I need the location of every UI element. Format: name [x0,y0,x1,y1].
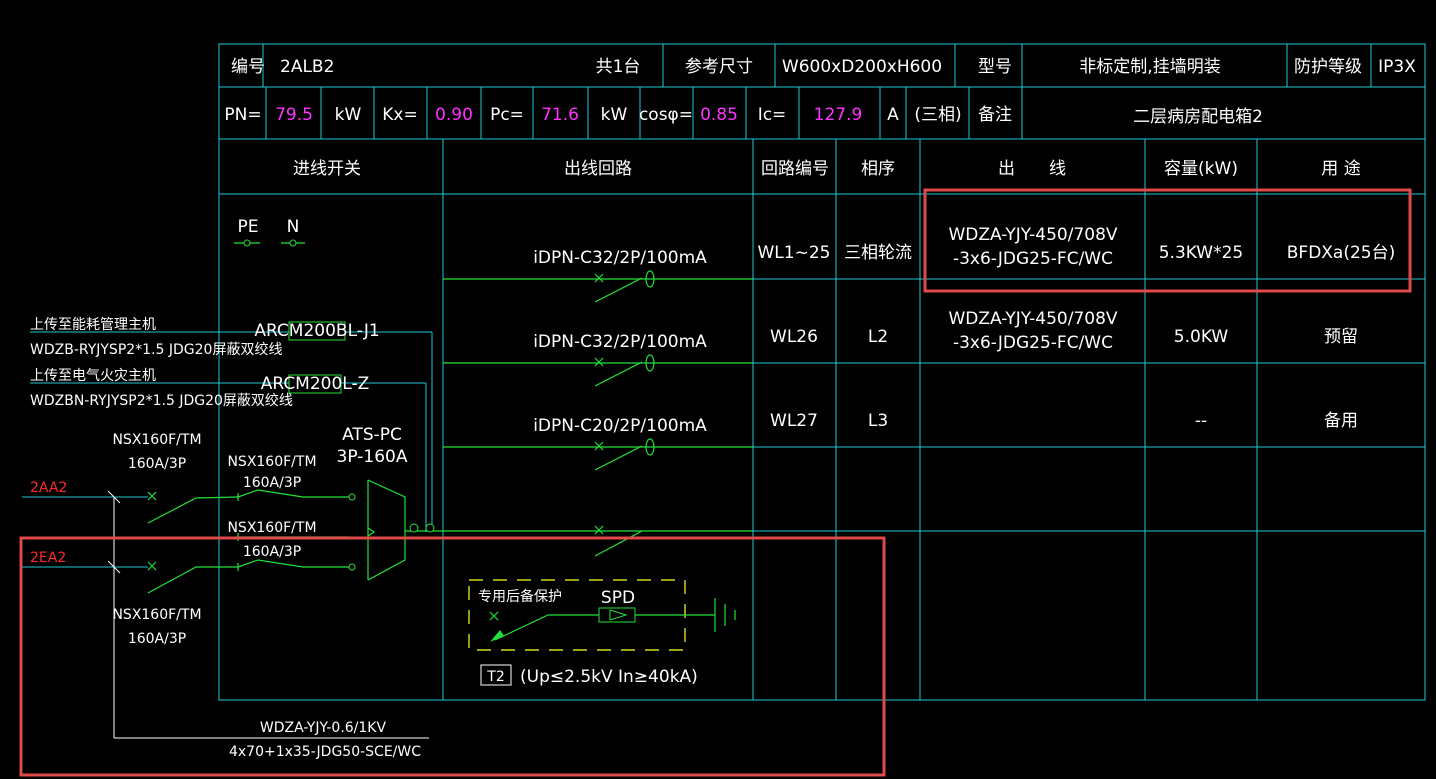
feed1-title: 上传至能耗管理主机 [30,317,156,333]
table-row: iDPN-C20/2P/100mA WL27 L3 -- 备用 [533,411,1358,436]
note-value: 二层病房配电箱2 [1133,107,1263,127]
col-capacity: 容量(kW) [1164,159,1238,179]
phase-note: (三相) [914,105,961,125]
cable-spec-2: -3x6-JDG25-FC/WC [953,249,1113,269]
table-row: iDPN-C32/2P/100mA WL26 L2 WDZA-YJY-450/7… [533,309,1358,353]
cable-spec-1: WDZA-YJY-450/708V [948,309,1117,329]
pe-n-terminals [234,239,305,247]
col-usage: 用 途 [1321,159,1360,179]
capacity: 5.0KW [1174,327,1229,347]
pn-value: 79.5 [275,105,313,125]
spd-block [468,579,736,686]
ic-value: 127.9 [814,105,863,125]
capacity: 5.3KW*25 [1159,243,1244,263]
main-cable-type: WDZA-YJY-0.6/1KV [260,720,387,736]
capacity: -- [1195,411,1207,431]
meter2-label: ARCM200L-Z [261,374,370,394]
col-circuit-no: 回路编号 [761,159,829,179]
breaker-label: iDPN-C20/2P/100mA [533,416,707,436]
kx-label: Kx= [382,105,417,125]
table-row: iDPN-C32/2P/100mA WL1~25 三相轮流 WDZA-YJY-4… [533,225,1395,269]
cos-label: cosφ= [639,105,693,125]
breaker-label: iDPN-C32/2P/100mA [533,248,707,268]
col-cable: 出 线 [998,159,1066,179]
bus-wiring [437,278,753,532]
col-outgoing: 出线回路 [564,159,632,179]
usage: BFDXa(25台) [1287,243,1396,263]
protection-value: IP3X [1378,57,1416,77]
breaker-symbol [594,270,655,303]
main-cable-spec: 4x70+1x35-JDG50-SCE/WC [229,744,421,760]
size-label: 参考尺寸 [685,57,753,77]
table-grid [218,43,1426,701]
usage: 预留 [1324,327,1358,347]
kx-value: 0.90 [435,105,473,125]
usage: 备用 [1324,411,1358,431]
phase: L3 [868,411,888,431]
nsx-bottom-model: NSX160F/TM [112,607,201,623]
nsx-bottom-rating: 160A/3P [128,631,186,647]
pc-label: Pc= [490,105,524,125]
circuit-no: WL1~25 [758,243,831,263]
circuit-no: WL27 [770,411,818,431]
nsx-top-rating: 160A/3P [128,456,186,472]
signal-feeds [30,321,433,532]
breaker-symbol [594,525,643,557]
source-2ea2: 2EA2 [30,550,66,566]
cable-spec-2: -3x6-JDG25-FC/WC [953,333,1113,353]
nsx-b-model: NSX160F/TM [227,520,316,536]
col-incoming: 进线开关 [293,159,361,179]
feed2-cable: WDZBN-RYJYSP2*1.5 JDG20屏蔽双绞线 [30,392,293,409]
ic-unit: A [887,105,899,125]
size-value: W600xD200xH600 [782,57,942,77]
cable-spec-1: WDZA-YJY-450/708V [948,225,1117,245]
nsx-top-model: NSX160F/TM [112,432,201,448]
meter2-box [288,374,342,394]
feed1-cable: WDZB-RYJYSP2*1.5 JDG20屏蔽双绞线 [30,341,282,358]
pe-label: PE [238,217,259,237]
quantity: 共1台 [596,57,641,77]
highlight-box-cable-row [923,188,1412,293]
ats-rating: 3P-160A [337,447,408,467]
box-no-value: 2ALB2 [280,57,334,77]
highlight-box-incoming [19,536,886,777]
ic-label: Ic= [758,105,787,125]
feed2-title: 上传至电气火灾主机 [30,367,156,384]
pn-label: PN= [224,105,261,125]
incoming-wiring [22,479,437,739]
spd-label: SPD [601,588,635,608]
breaker-symbol [594,438,655,471]
breaker-label: iDPN-C32/2P/100mA [533,332,707,352]
model-label: 型号 [978,57,1012,77]
model-value: 非标定制,挂墙明装 [1079,57,1220,77]
spd-box-label: 专用后备保护 [478,588,562,605]
source-2aa2: 2AA2 [30,480,67,496]
phase: L2 [868,327,888,347]
nsx-a-model: NSX160F/TM [227,454,316,470]
t2-label: T2 [486,669,504,685]
pc-unit: kW [601,105,628,125]
n-label: N [287,217,300,237]
col-phase: 相序 [861,159,895,179]
protection-label: 防护等级 [1294,57,1362,77]
note-label: 备注 [978,105,1012,125]
circuit-no: WL26 [770,327,818,347]
cos-value: 0.85 [700,105,738,125]
ats-model: ATS-PC [342,425,402,445]
spd-spec: (Up≤2.5kV In≥40kA) [520,667,698,687]
pn-unit: kW [335,105,362,125]
breaker-symbol [594,354,655,387]
box-no-label: 编号 [231,57,265,77]
nsx-b-rating: 160A/3P [243,544,301,560]
meter1-label: ARCM200BL-J1 [254,321,379,341]
nsx-a-rating: 160A/3P [243,475,301,491]
pc-value: 71.6 [541,105,579,125]
meter1-box [288,321,346,341]
phase: 三相轮流 [844,243,912,263]
